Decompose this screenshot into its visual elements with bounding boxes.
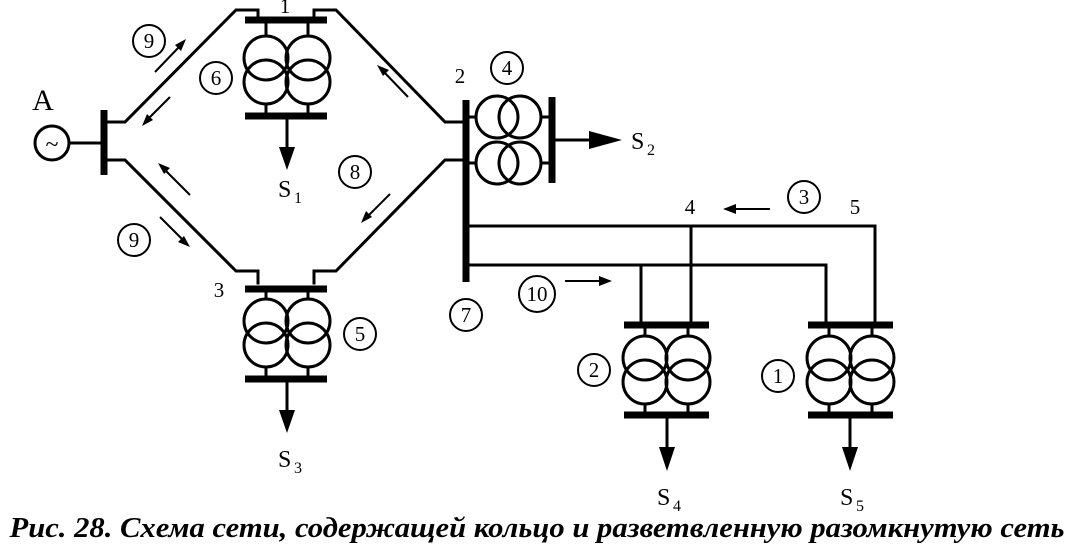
svg-text:4: 4	[673, 498, 681, 515]
flow-arrows	[142, 39, 770, 286]
svg-text:1: 1	[294, 190, 302, 207]
transformer-substation-5	[805, 321, 896, 471]
svg-text:S: S	[631, 129, 644, 155]
marker-1: 1	[761, 359, 795, 393]
node-2-label: 2	[455, 64, 466, 88]
svg-text:3: 3	[799, 185, 810, 209]
svg-text:1: 1	[773, 364, 784, 388]
load-s3: S 3	[278, 447, 302, 477]
transformer-substation-2	[464, 94, 622, 186]
marker-5: 5	[343, 317, 377, 351]
marker-6: 6	[199, 61, 233, 95]
node-1-label: 1	[280, 0, 291, 18]
svg-text:S: S	[278, 177, 291, 203]
svg-text:S: S	[657, 485, 670, 511]
svg-text:4: 4	[502, 56, 513, 80]
source-generator: ~	[33, 110, 108, 175]
transformer-substation-1	[242, 16, 332, 170]
node-3-label: 3	[214, 278, 225, 302]
marker-9-top: 9	[132, 24, 166, 58]
line-a-3	[102, 158, 260, 285]
svg-text:2: 2	[589, 358, 600, 382]
figure-caption: Рис. 28. Схема сети, содержащей кольцо и…	[8, 513, 1064, 544]
marker-4: 4	[490, 51, 524, 85]
svg-text:S: S	[278, 447, 291, 473]
transformer-substation-3	[242, 285, 332, 433]
svg-text:9: 9	[144, 29, 155, 53]
transformer-substation-4	[621, 321, 712, 471]
load-s2: S 2	[631, 129, 655, 159]
svg-text:10: 10	[527, 282, 548, 306]
marker-10: 10	[518, 275, 556, 313]
marker-8: 8	[338, 155, 372, 189]
svg-text:8: 8	[350, 160, 361, 184]
marker-2: 2	[577, 353, 611, 387]
line-2-5	[464, 224, 877, 324]
marker-3: 3	[787, 180, 821, 214]
line-a-1	[102, 8, 260, 124]
svg-text:7: 7	[461, 303, 472, 327]
generator-symbol: ~	[46, 132, 59, 158]
svg-text:5: 5	[355, 322, 366, 346]
load-s1: S 1	[278, 177, 302, 207]
svg-text:2: 2	[647, 142, 655, 159]
node-4-label: 4	[685, 195, 696, 219]
svg-text:5: 5	[856, 498, 864, 515]
line-2-3	[312, 158, 468, 285]
load-s5: S 5	[840, 485, 864, 515]
svg-text:S: S	[840, 485, 853, 511]
svg-text:6: 6	[211, 66, 222, 90]
load-s4: S 4	[657, 485, 681, 515]
line-2-sub1	[464, 263, 828, 324]
svg-text:3: 3	[294, 460, 302, 477]
marker-9-bottom: 9	[117, 223, 151, 257]
source-label: A	[32, 84, 54, 117]
line-1-2	[312, 8, 468, 124]
node-5-label: 5	[850, 195, 861, 219]
svg-text:9: 9	[129, 228, 140, 252]
marker-7: 7	[449, 298, 483, 332]
